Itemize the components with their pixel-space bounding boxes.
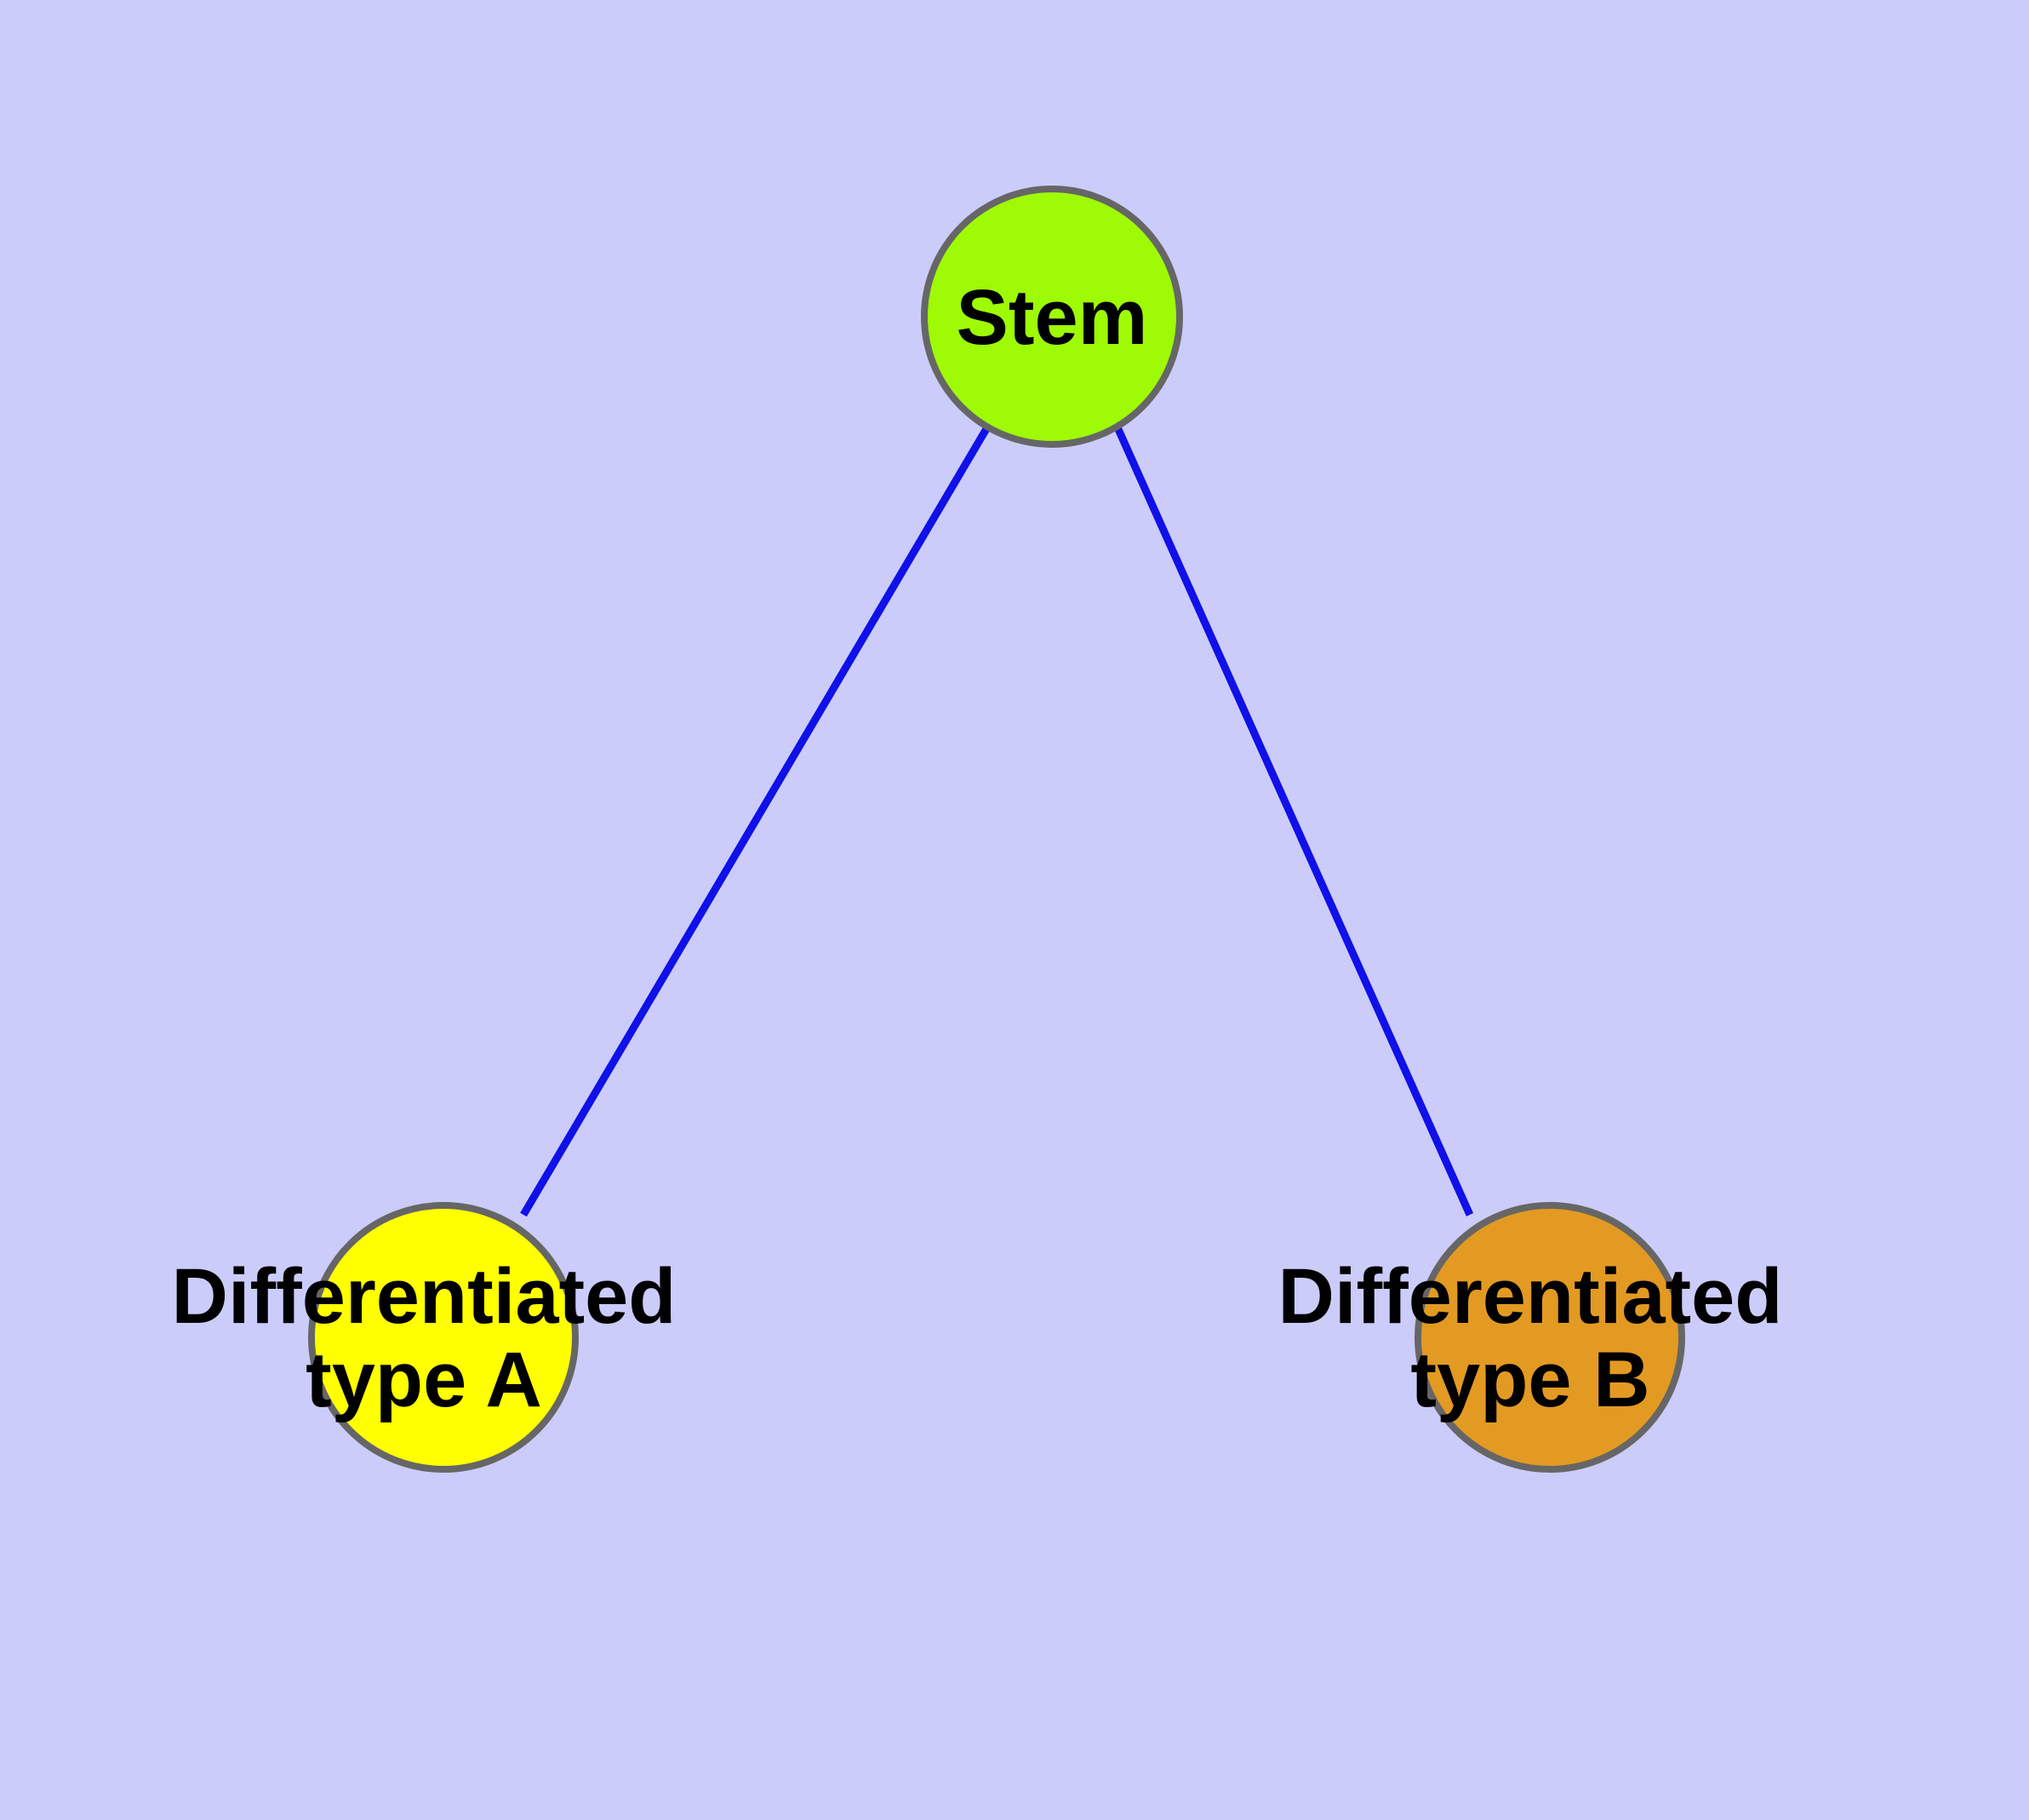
node-differentiated-type-a-circle[interactable] [308,1202,579,1473]
edge-stem-to-differentiated-type-a [520,425,991,1217]
edge-stem-to-differentiated-type-b [1113,426,1474,1216]
node-label-line: type A [306,1336,542,1423]
node-stem[interactable]: Stem [921,186,1183,448]
node-differentiated-type-b-circle[interactable] [1415,1202,1685,1473]
edges-layer [520,425,1474,1217]
node-label-line: Stem [957,274,1148,361]
node-label-line: Differentiated [1278,1253,1783,1340]
node-label-line: Differentiated [172,1253,677,1340]
node-label-line: type B [1410,1336,1649,1423]
node-stem-circle[interactable] [921,186,1183,448]
node-stem-label: Stem [957,274,1148,361]
